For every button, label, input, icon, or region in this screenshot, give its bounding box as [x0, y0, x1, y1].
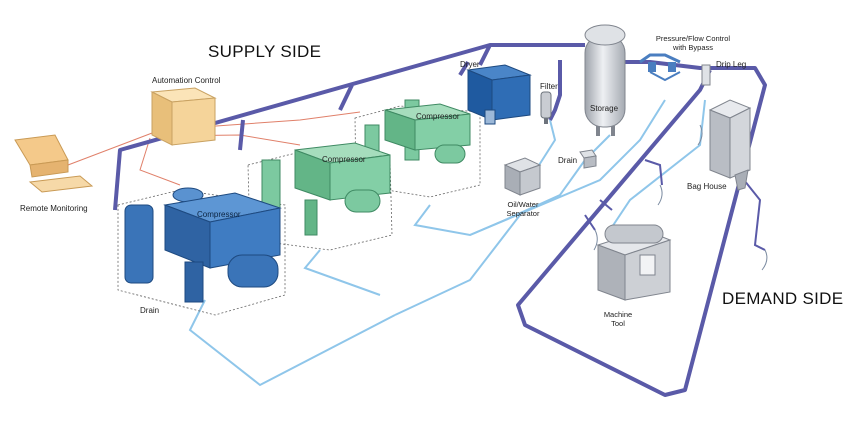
compressor-1-label: Compressor: [197, 210, 241, 219]
dryer-label: Dryer: [460, 60, 480, 69]
compressor-2: [261, 142, 391, 236]
automation-control-box: [150, 87, 217, 146]
remote-monitoring-computer: [14, 134, 94, 193]
drop-lines: [593, 124, 768, 271]
oil-water-separator-label: Oil/Water Separator: [498, 200, 548, 218]
drip-leg: [701, 64, 711, 86]
storage-label: Storage: [590, 104, 619, 113]
machine-tool-label: Machine Tool: [598, 310, 638, 328]
machine-tool-label-line-1: Machine: [603, 310, 633, 319]
compressor-3: [364, 99, 471, 176]
remote-monitoring-label: Remote Monitoring: [20, 204, 88, 213]
machine-tool-label-line-2: Tool: [611, 319, 625, 328]
drain-right-label: Drain: [558, 156, 578, 165]
filter-label: Filter: [540, 82, 558, 91]
pressure-flow-control-label: Pressure/Flow Control with Bypass: [648, 34, 738, 52]
dryer-unit: [466, 64, 532, 125]
demand-side-heading: DEMAND SIDE: [722, 289, 844, 308]
branch-pipes: [584, 159, 766, 251]
oil-water-separator: [503, 157, 542, 196]
compressor-2-label: Compressor: [322, 155, 366, 164]
drain-valve: [579, 149, 597, 169]
oil-water-label-line-1: Oil/Water: [507, 200, 539, 209]
bag-house-label: Bag House: [687, 182, 727, 191]
pressure-flow-control: [639, 53, 681, 82]
main-pipe: [113, 43, 767, 397]
drain-left-label: Drain: [140, 306, 160, 315]
storage-tank: [584, 24, 626, 136]
supply-side-heading: SUPPLY SIDE: [208, 42, 322, 61]
pressure-flow-label-line-2: with Bypass: [672, 43, 714, 52]
automation-control-label: Automation Control: [152, 76, 221, 85]
filter-unit: [540, 91, 552, 124]
compressor-1: [124, 187, 282, 303]
machine-tool: [596, 224, 672, 301]
bag-house: [708, 99, 752, 191]
pressure-flow-label-line-1: Pressure/Flow Control: [655, 34, 731, 43]
oil-water-label-line-2: Separator: [506, 209, 540, 218]
compressor-3-label: Compressor: [416, 112, 460, 121]
drip-leg-label: Drip Leg: [716, 60, 747, 69]
